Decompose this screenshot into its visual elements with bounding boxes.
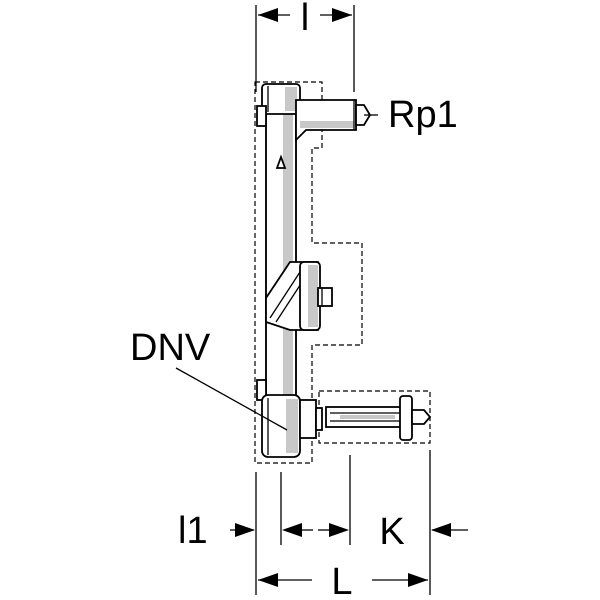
- valve-handle: [399, 395, 413, 441]
- L-arrowhead-left: [258, 573, 278, 587]
- housing-diagonal-1: [269, 271, 301, 319]
- bottom-outlet: [299, 399, 317, 439]
- side-branch-shading: [300, 121, 354, 128]
- label-rp1: Rp1: [388, 94, 458, 136]
- arrowhead-left: [258, 8, 278, 22]
- label-k: K: [379, 511, 404, 553]
- bottom-socket-shading: [286, 399, 298, 453]
- mid-arrowhead-right: [329, 523, 349, 537]
- top-clip: [256, 105, 267, 127]
- k-arrowhead: [431, 523, 451, 537]
- middle-housing: [265, 261, 333, 331]
- top-fitting: Rp1: [256, 83, 458, 143]
- valve-tip: [411, 409, 432, 425]
- connection-nipple: [355, 104, 372, 126]
- label-l1: l1: [178, 510, 208, 552]
- flow-arrow-icon: [275, 154, 287, 169]
- label-L: L: [331, 561, 352, 600]
- dnv-callout: DNV: [130, 327, 288, 431]
- label-l: l: [301, 0, 309, 39]
- mid-arrowhead-left: [282, 523, 302, 537]
- bottom-outlet-cap: [315, 407, 323, 431]
- housing-cap: [317, 287, 333, 307]
- l1-arrowhead: [235, 523, 255, 537]
- L-arrowhead-right: [408, 573, 428, 587]
- installation-outline: [254, 81, 363, 464]
- top-socket-shading: [285, 87, 297, 111]
- housing-flange-shading: [308, 265, 318, 327]
- leader-line: [175, 367, 288, 431]
- arrowhead-right: [332, 8, 352, 22]
- valve-stem-shading: [340, 415, 395, 419]
- side-branch: [295, 99, 357, 143]
- dimension-l: l: [255, 0, 355, 92]
- bottom-dimensions: l1 K L: [178, 450, 468, 600]
- drain-valve: [325, 395, 432, 441]
- label-dnv: DNV: [130, 327, 211, 369]
